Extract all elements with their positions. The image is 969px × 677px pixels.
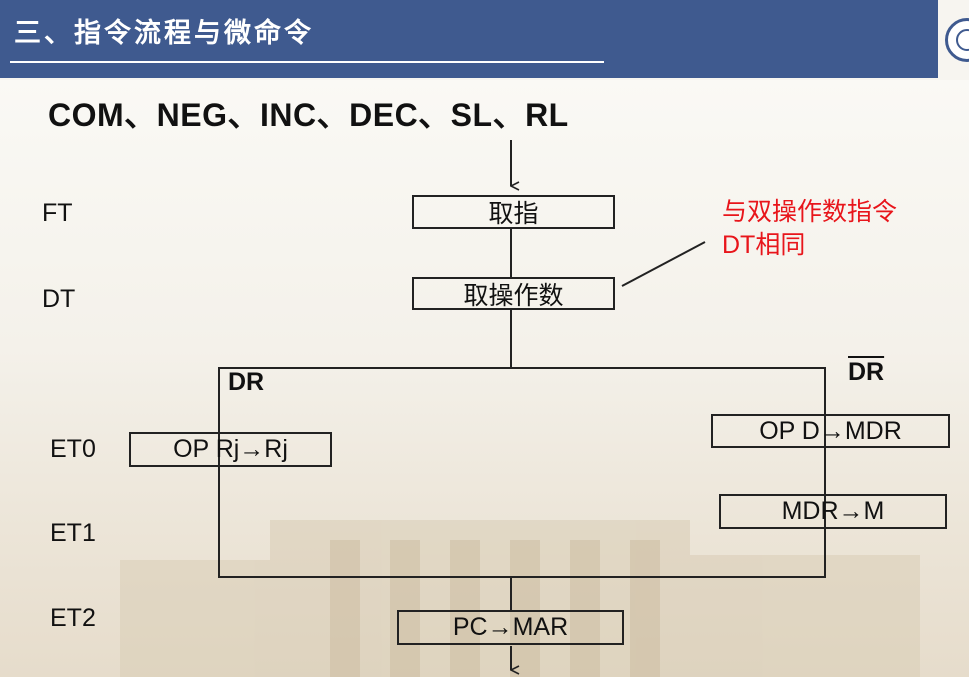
- branch-label-dr-bar: DR: [848, 358, 885, 386]
- header-underline: [10, 61, 604, 63]
- cycle-label-et2: ET2: [50, 604, 96, 632]
- page-title: 三、指令流程与微命令: [14, 18, 314, 49]
- annotation-note: 与双操作数指令 DT相同: [722, 196, 897, 262]
- instruction-set-heading: COM、NEG、INC、DEC、SL、RL: [48, 97, 569, 133]
- cycle-label-et0: ET0: [50, 435, 96, 463]
- cycle-label-et1: ET1: [50, 519, 96, 547]
- cycle-label-dt: DT: [42, 285, 76, 313]
- step-mdr-m: MDR→M: [719, 494, 947, 529]
- step-op-d-mdr: OP D→MDR: [711, 414, 950, 448]
- header-bar: 三、指令流程与微命令: [0, 0, 938, 78]
- annotation-line-2: DT相同: [722, 231, 806, 259]
- cycle-label-ft: FT: [42, 199, 73, 227]
- annotation-line-1: 与双操作数指令: [722, 198, 898, 226]
- branch-label-dr: DR: [228, 368, 265, 396]
- step-fetch-operand: 取操作数: [412, 277, 615, 310]
- step-pc-mar: PC→MAR: [397, 610, 624, 645]
- step-fetch: 取指: [412, 195, 615, 229]
- step-op-rj: OP Rj→Rj: [129, 432, 332, 467]
